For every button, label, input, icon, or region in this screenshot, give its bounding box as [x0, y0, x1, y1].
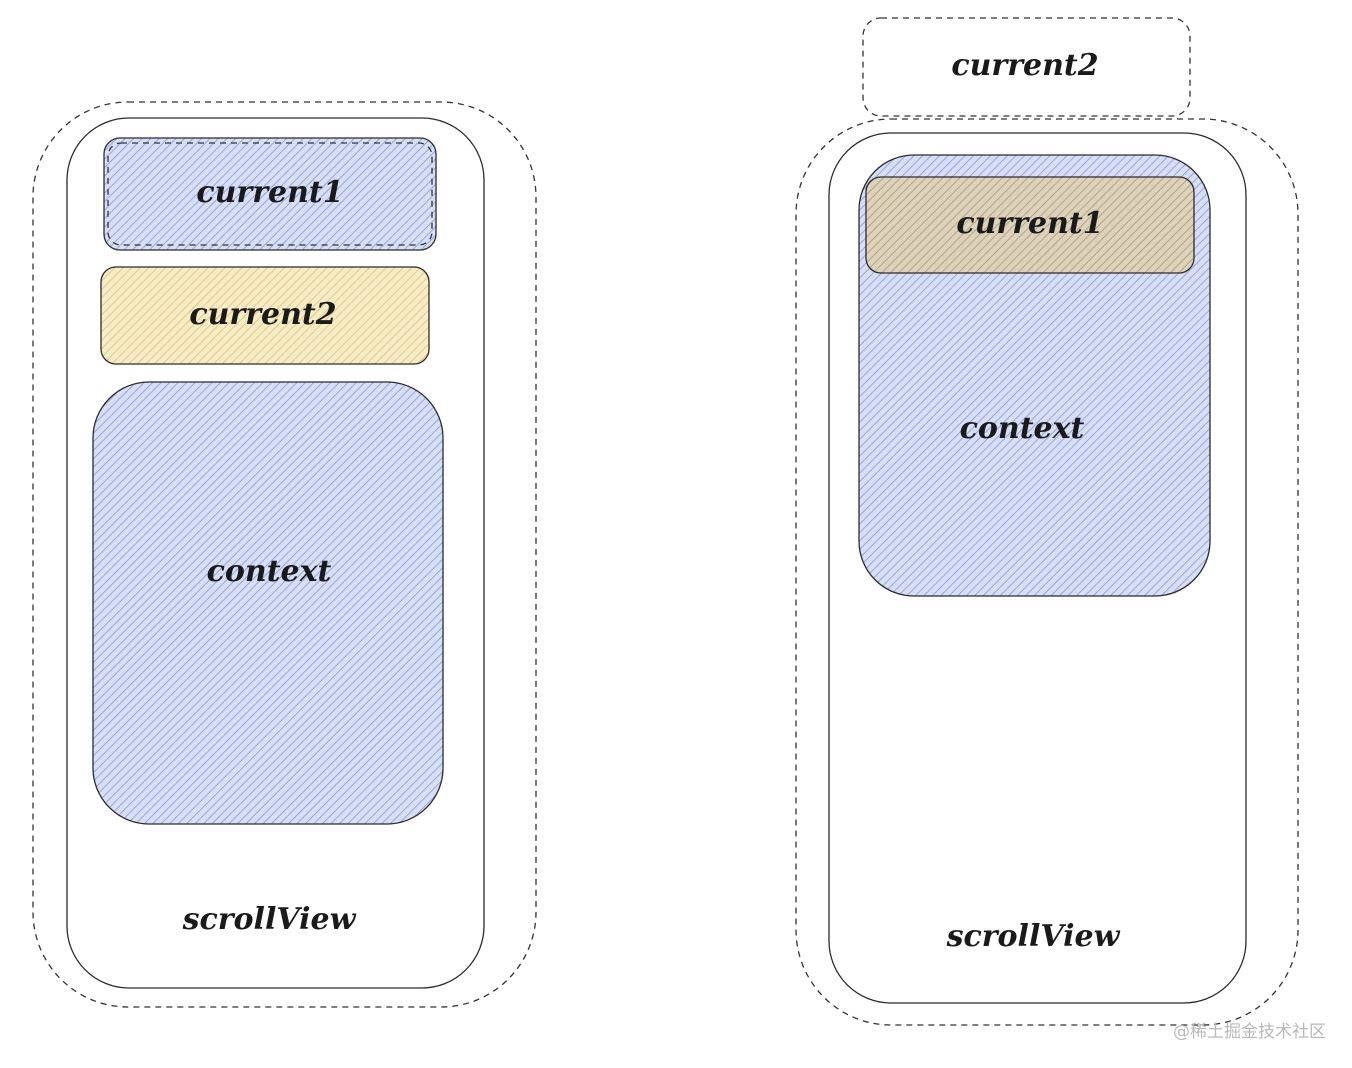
left-current2-label: current2 [189, 297, 336, 332]
right-context-label: context [960, 411, 1085, 446]
right-current2-dashed-box [862, 17, 1191, 117]
left-diagram: current1 current2 context scrollView [32, 101, 537, 1008]
left-current2-box [100, 266, 430, 365]
left-current1-label: current1 [196, 175, 343, 210]
left-outer-dashed-frame [32, 101, 537, 1008]
left-scrollview-label: scrollView [182, 902, 357, 937]
left-current1-dashed-outline [107, 142, 433, 246]
left-context-box [92, 381, 444, 825]
right-scrollview-label: scrollView [946, 919, 1121, 954]
right-current2-label: current2 [951, 48, 1098, 83]
watermark: @稀土掘金技术社区 [1173, 1022, 1326, 1042]
left-context-label: context [207, 554, 332, 589]
right-outer-dashed-frame [795, 118, 1299, 1026]
right-current1-label: current1 [956, 206, 1103, 241]
right-current1-box [865, 176, 1195, 274]
left-current1-box [103, 137, 437, 251]
right-diagram: current2 context current1 scrollView [795, 17, 1299, 1026]
